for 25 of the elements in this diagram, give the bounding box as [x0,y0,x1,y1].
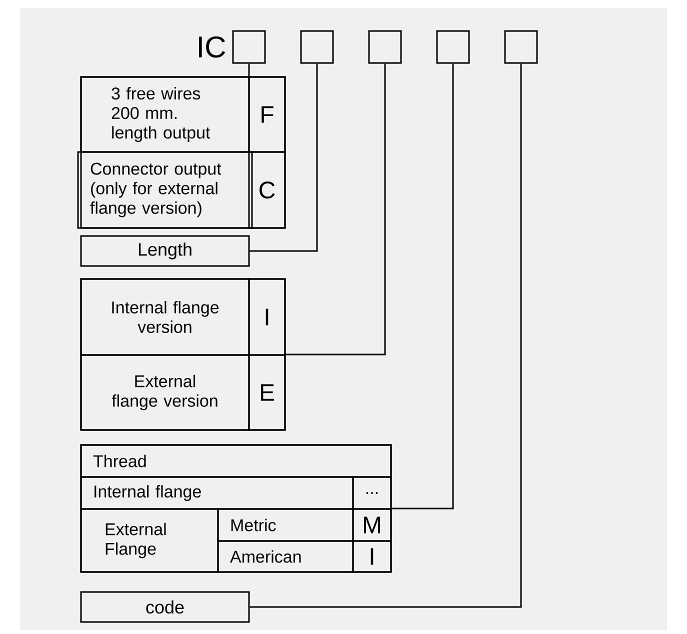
table-cell: Connector output (only for external flange version) [77,151,253,229]
code-letter-cell: I [352,540,392,573]
code-letter-cell: F [248,76,286,153]
connector-line [250,64,522,608]
option-box: Length [80,235,250,267]
code-letter-cell: ... [352,476,392,510]
code-box [436,30,470,64]
connector-line [250,64,318,252]
connector-line [286,64,386,356]
table-cell: Metric [217,508,354,542]
option-box: code [80,591,250,623]
table-cell: External Flange [80,508,219,573]
code-box [300,30,334,64]
code-box [232,30,266,64]
table-cell: Internal flange [80,476,354,510]
code-box [368,30,402,64]
code-box [504,30,538,64]
table-cell: Thread [80,444,392,478]
table-cell: American [217,540,354,573]
product-prefix: IC [199,36,226,58]
table-cell: 3 free wires 200 mm. length output [80,76,250,153]
connector-line [392,64,454,510]
connector-line [248,64,250,76]
code-letter-cell: M [352,508,392,542]
code-letter-cell: C [248,151,286,229]
